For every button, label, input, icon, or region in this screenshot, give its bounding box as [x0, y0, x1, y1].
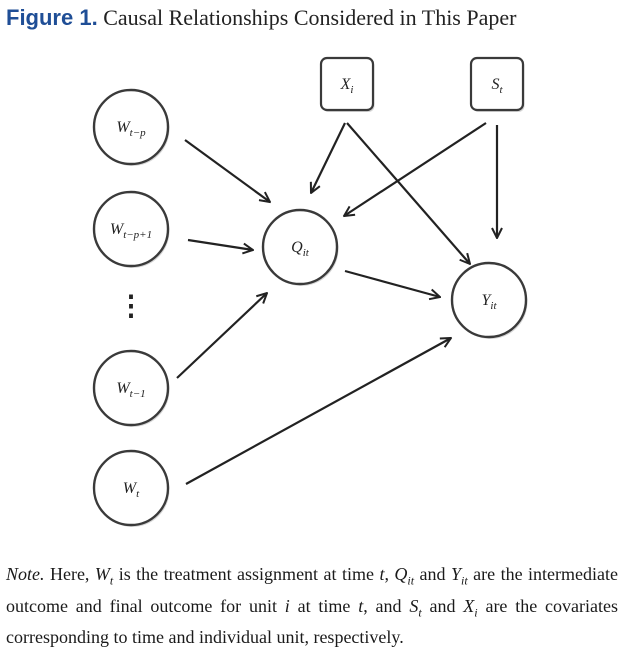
- node-Q_it: Qit: [261, 208, 339, 286]
- figure-note: Note. Here, Wt is the treatment assignme…: [6, 562, 618, 650]
- node-label: Wt: [123, 480, 140, 500]
- node-Y_it: Yit: [450, 261, 528, 339]
- note-text: are the covariates corresponding to time…: [6, 595, 618, 648]
- node-circle: [261, 208, 339, 286]
- note-variable: Y: [451, 564, 462, 584]
- node-W_t-1: Wt−1: [92, 349, 170, 427]
- node-box: [469, 56, 525, 112]
- note-variable: Q: [394, 564, 408, 584]
- node-S_t: St: [469, 56, 525, 112]
- note-variable: W: [94, 564, 110, 584]
- node-circle: [92, 88, 170, 166]
- note-variable: it: [407, 573, 415, 588]
- node-label-subscript: t−p+1: [123, 229, 152, 241]
- note-label: Note.: [6, 564, 45, 584]
- node-label-subscript: t−p: [130, 127, 146, 139]
- node-circle: [92, 190, 170, 268]
- node-label: Wt−1: [116, 380, 145, 400]
- node-ellipsis: ⋮: [117, 291, 145, 322]
- node-X_i: Xi: [319, 56, 375, 112]
- node-circle: [450, 261, 528, 339]
- note-variable: it: [461, 573, 468, 588]
- figure-title: Causal Relationships Considered in This …: [103, 5, 517, 30]
- note-variable: t: [109, 573, 114, 588]
- note-body: Here, Wt is the treatment assignment at …: [6, 564, 618, 647]
- node-label-base: X: [340, 76, 352, 93]
- note-variable: t: [358, 595, 364, 616]
- node-label: ⋮: [117, 291, 145, 322]
- note-variable: X: [463, 595, 475, 616]
- note-variable: t: [418, 605, 422, 620]
- node-circle: [92, 349, 170, 427]
- node-label: Wt−p+1: [110, 221, 152, 241]
- node-label: Wt−p: [116, 119, 146, 139]
- node-circle: [92, 449, 170, 527]
- node-label-subscript: it: [303, 247, 310, 259]
- note-variable: S: [409, 595, 419, 616]
- node-label: Qit: [291, 239, 310, 259]
- note-variable: i: [474, 605, 478, 620]
- edge-S_t-to-Q_it: [344, 122, 487, 216]
- node-W_t-p+1: Wt−p+1: [92, 190, 170, 268]
- edge-W_t-to-Y_it: [185, 338, 451, 485]
- note-variable: i: [284, 595, 290, 616]
- note-text: at time: [289, 595, 359, 616]
- node-label-subscript: i: [350, 84, 353, 96]
- note-text: are the intermediate outcome and final o…: [6, 564, 619, 616]
- node-label-base: ⋮: [117, 291, 145, 322]
- node-W_t: Wt: [92, 449, 170, 527]
- edge-W_t-1-to-Q_it: [176, 293, 267, 379]
- node-box: [319, 56, 375, 112]
- node-label-subscript: t−1: [130, 388, 146, 400]
- node-label: St: [491, 76, 503, 96]
- node-W_t-p: Wt−p: [92, 88, 170, 166]
- note-text: Here,: [44, 564, 95, 584]
- edge-W_t-p-to-Q_it: [184, 139, 270, 202]
- node-label-subscript: it: [490, 300, 497, 312]
- figure-caption: Figure 1. Causal Relationships Considere…: [6, 4, 516, 32]
- edges-layer: [176, 122, 497, 485]
- note-text: is the treatment assignment at time: [113, 564, 380, 584]
- node-label-base: Y: [481, 292, 492, 309]
- node-label: Xi: [340, 76, 354, 96]
- node-label-base: S: [491, 76, 499, 93]
- node-label-base: Q: [291, 239, 303, 256]
- node-label-subscript: t: [499, 84, 503, 96]
- edge-X_i-to-Y_it: [346, 122, 470, 264]
- note-text: , and: [363, 595, 410, 616]
- note-variable: t: [379, 564, 385, 584]
- figure-label: Figure 1.: [6, 5, 98, 30]
- node-label-subscript: t: [136, 488, 140, 500]
- node-label-base: W: [116, 119, 131, 136]
- node-label: Yit: [481, 292, 497, 312]
- note-text: and: [421, 595, 464, 616]
- edge-Q_it-to-Y_it: [344, 269, 440, 297]
- edge-X_i-to-Q_it: [311, 122, 346, 193]
- note-text: ,: [384, 564, 395, 584]
- node-label-base: W: [116, 380, 131, 397]
- node-label-base: W: [123, 480, 138, 497]
- node-label-base: W: [110, 221, 125, 238]
- edge-W_t-p+1-to-Q_it: [187, 238, 253, 250]
- note-text: and: [414, 564, 452, 584]
